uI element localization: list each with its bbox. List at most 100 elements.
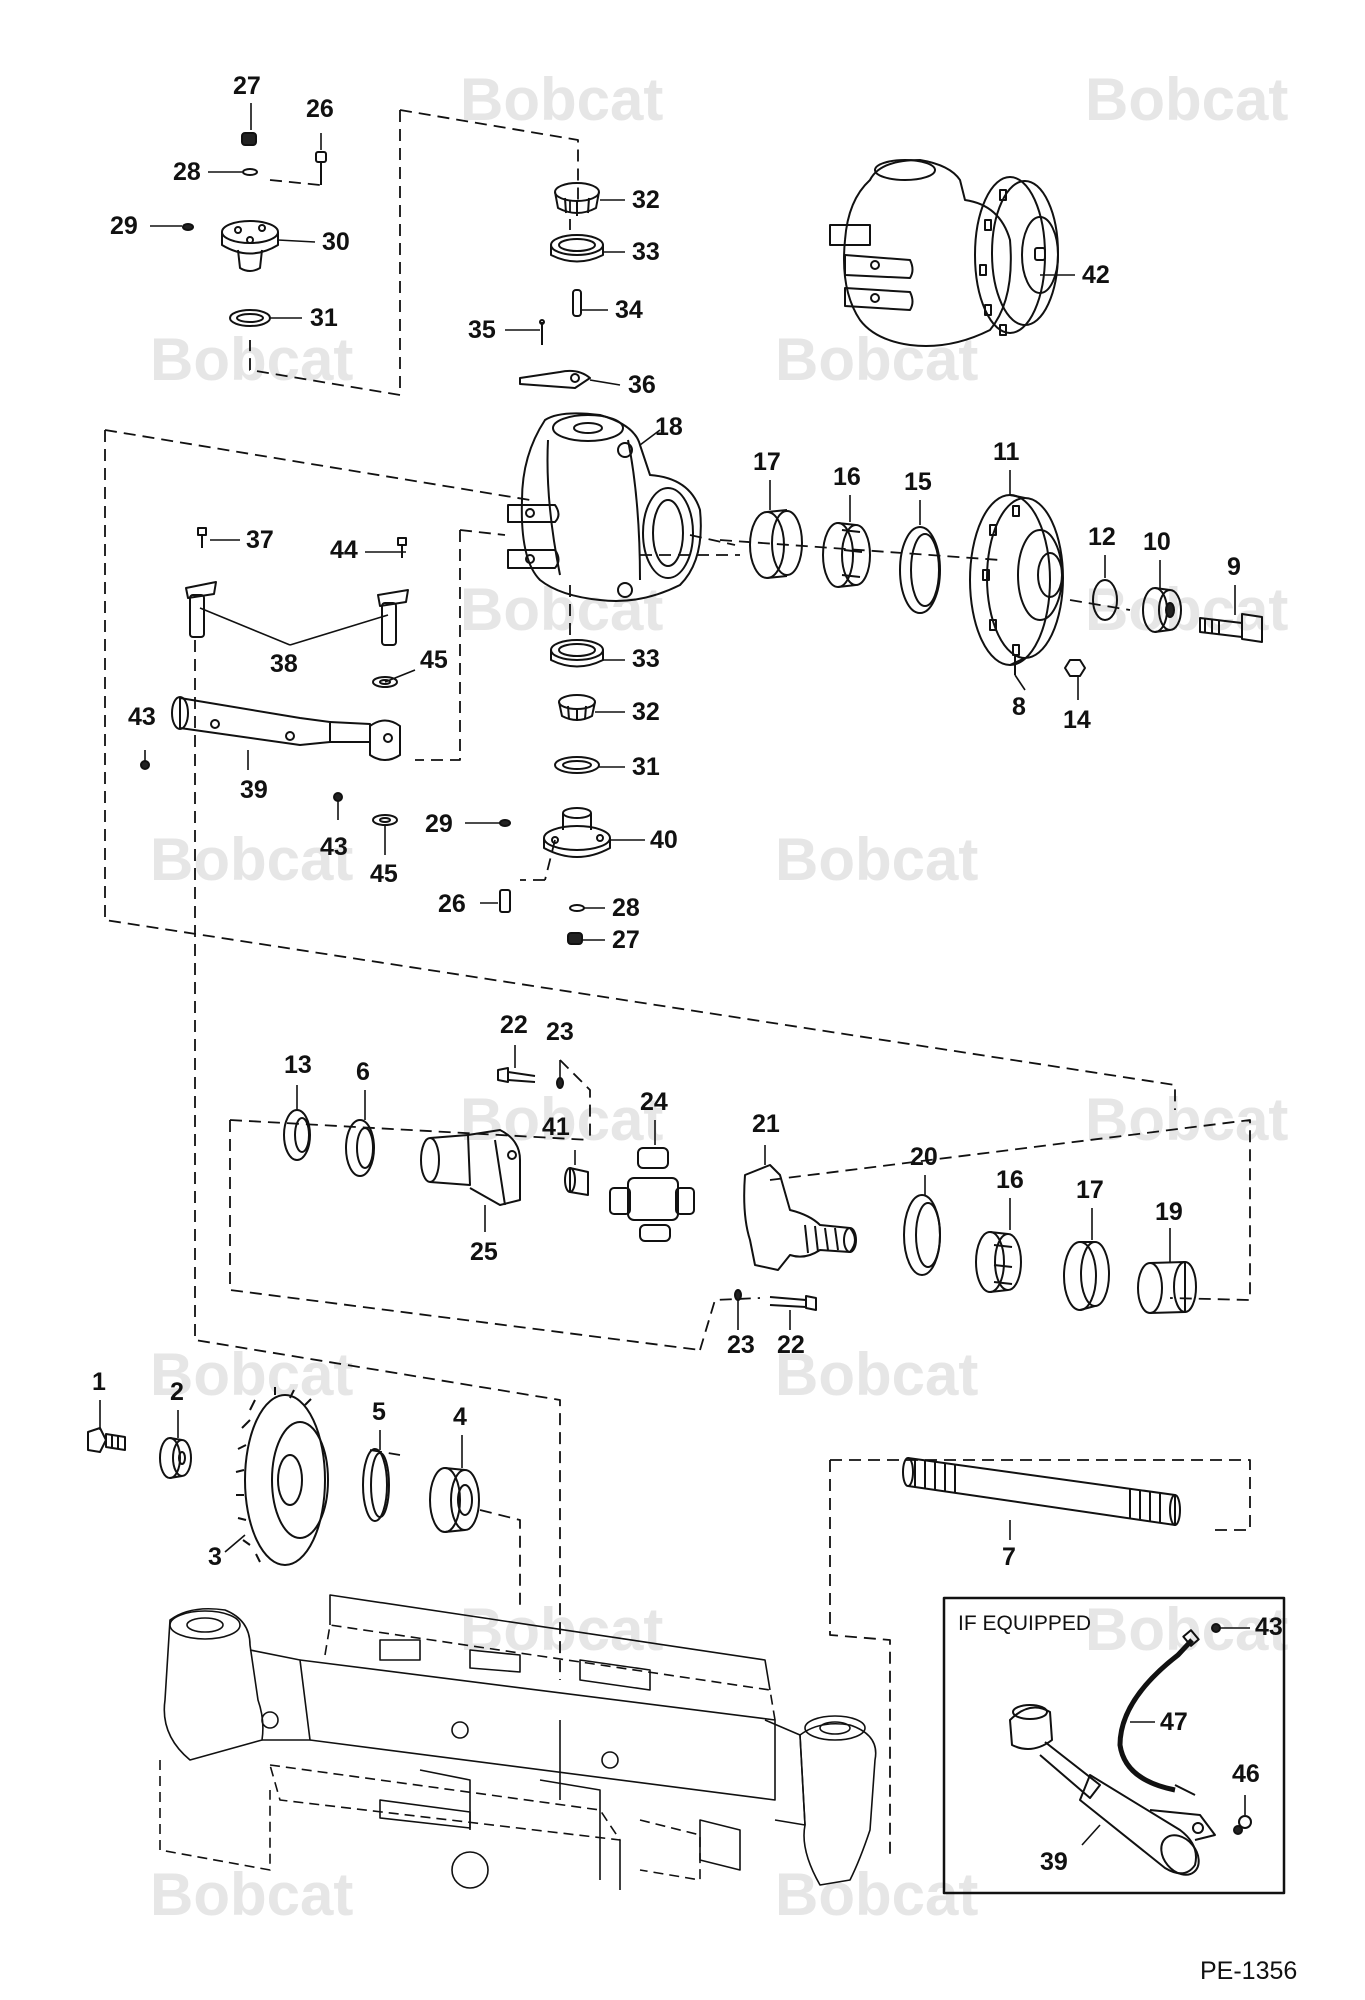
callout-8: 8 <box>1012 693 1026 721</box>
callout-39b: 39 <box>1040 1848 1068 1876</box>
part-28-washer <box>242 168 258 176</box>
callout-3: 3 <box>208 1543 222 1571</box>
part-37-screw <box>197 527 207 548</box>
part-2-washer <box>159 1437 192 1479</box>
callout-10: 10 <box>1143 528 1171 556</box>
callout-7: 7 <box>1002 1543 1016 1571</box>
callout-29b: 29 <box>425 810 453 838</box>
part-39-tube <box>171 696 401 761</box>
part-21-yoke-shaft <box>743 1164 857 1271</box>
callout-23: 23 <box>546 1018 574 1046</box>
callout-20: 20 <box>910 1143 938 1171</box>
inset-if-equipped <box>942 1596 1286 1895</box>
callout-36: 36 <box>628 371 656 399</box>
callout-26b: 26 <box>438 890 466 918</box>
callout-44: 44 <box>330 536 358 564</box>
part-26-bolt-lower <box>499 889 511 913</box>
part-40-cap-lower <box>543 807 611 858</box>
callout-5: 5 <box>372 1398 386 1426</box>
callout-26: 26 <box>306 95 334 123</box>
callout-47: 47 <box>1160 1708 1188 1736</box>
part-17-race <box>749 509 803 579</box>
watermark-text: Bobcat <box>150 1861 353 1928</box>
watermark-text: Bobcat <box>775 826 978 893</box>
watermark-text: Bobcat <box>775 1341 978 1408</box>
callout-31b: 31 <box>632 753 660 781</box>
callout-16: 16 <box>833 463 861 491</box>
part-20-seal <box>903 1194 941 1276</box>
callout-28b: 28 <box>612 894 640 922</box>
part-43-fitting-inset <box>1211 1623 1221 1633</box>
callout-42: 42 <box>1082 261 1110 289</box>
part-1-bolt <box>87 1427 126 1453</box>
part-16-bearing <box>822 522 871 588</box>
part-31-seal <box>229 309 271 327</box>
watermark-text: Bobcat <box>1085 1596 1288 1663</box>
callout-4: 4 <box>453 1403 467 1431</box>
callout-24: 24 <box>640 1088 668 1116</box>
part-35-screw <box>539 319 545 345</box>
part-42-hub-assembly <box>829 159 1059 347</box>
part-34-pin <box>572 289 582 317</box>
callout-45: 45 <box>420 646 448 674</box>
callout-22b: 22 <box>777 1331 805 1359</box>
part-43-fitting-lower <box>333 792 343 802</box>
part-17-race-lower <box>1063 1241 1110 1311</box>
callout-27: 27 <box>233 72 261 100</box>
watermark: Bobcat Bobcat Bobcat Bobcat Bobcat Bobca… <box>150 66 1288 1928</box>
part-45-washer-top <box>372 676 398 688</box>
part-29-fitting-lower <box>499 819 511 827</box>
part-43-fitting-left <box>140 760 150 770</box>
part-39-cylinder-inset <box>1009 1704 1216 1876</box>
callout-18: 18 <box>655 413 683 441</box>
callout-46: 46 <box>1232 1760 1260 1788</box>
part-13-seal <box>283 1109 311 1161</box>
part-44-screw <box>397 537 407 558</box>
callout-31: 31 <box>310 304 338 332</box>
watermark-text: Bobcat <box>775 326 978 393</box>
part-25-yoke-shaft <box>420 1129 521 1206</box>
part-32-bearing-top <box>554 182 600 216</box>
callout-6: 6 <box>356 1058 370 1086</box>
part-6-ring <box>345 1119 375 1177</box>
part-5-ring <box>362 1448 390 1522</box>
part-38-pin-left <box>185 581 217 638</box>
callout-23b: 23 <box>727 1331 755 1359</box>
watermark-text: Bobcat <box>460 66 663 133</box>
callout-28: 28 <box>173 158 201 186</box>
part-16-bearing-lower <box>975 1231 1022 1293</box>
watermark-text: Bobcat <box>150 826 353 893</box>
callout-11: 11 <box>993 438 1020 466</box>
callout-19: 19 <box>1155 1198 1183 1226</box>
callout-17b: 17 <box>1076 1176 1104 1204</box>
callout-34: 34 <box>615 296 643 324</box>
part-22-bolt-bottom <box>769 1295 817 1311</box>
part-15-seal <box>899 526 941 614</box>
part-30-cap <box>221 220 279 272</box>
callout-37: 37 <box>246 526 274 554</box>
part-26-bolt <box>315 151 327 185</box>
callout-29: 29 <box>110 212 138 240</box>
callout-1: 1 <box>92 1368 106 1396</box>
inset-label: IF EQUIPPED <box>958 1612 1092 1635</box>
callout-35: 35 <box>468 316 496 344</box>
callout-45b: 45 <box>370 860 398 888</box>
callout-12: 12 <box>1088 523 1116 551</box>
callout-17: 17 <box>753 448 781 476</box>
part-11-hub <box>969 494 1064 666</box>
part-47-hose <box>1117 1629 1200 1796</box>
callout-15: 15 <box>904 468 932 496</box>
part-27-nut-lower <box>567 932 583 945</box>
watermark-text: Bobcat <box>150 1341 353 1408</box>
watermark-text: Bobcat <box>460 1086 663 1153</box>
callout-14: 14 <box>1063 706 1091 734</box>
part-19-bushing <box>1137 1261 1197 1314</box>
part-33-race-top <box>550 234 604 263</box>
part-10-washer <box>1142 587 1182 633</box>
part-32-bearing-lower <box>558 694 596 721</box>
part-12-ring <box>1092 579 1118 621</box>
callout-32b: 32 <box>632 698 660 726</box>
part-22-bolt-top <box>497 1067 536 1083</box>
part-27-nut <box>241 132 257 146</box>
